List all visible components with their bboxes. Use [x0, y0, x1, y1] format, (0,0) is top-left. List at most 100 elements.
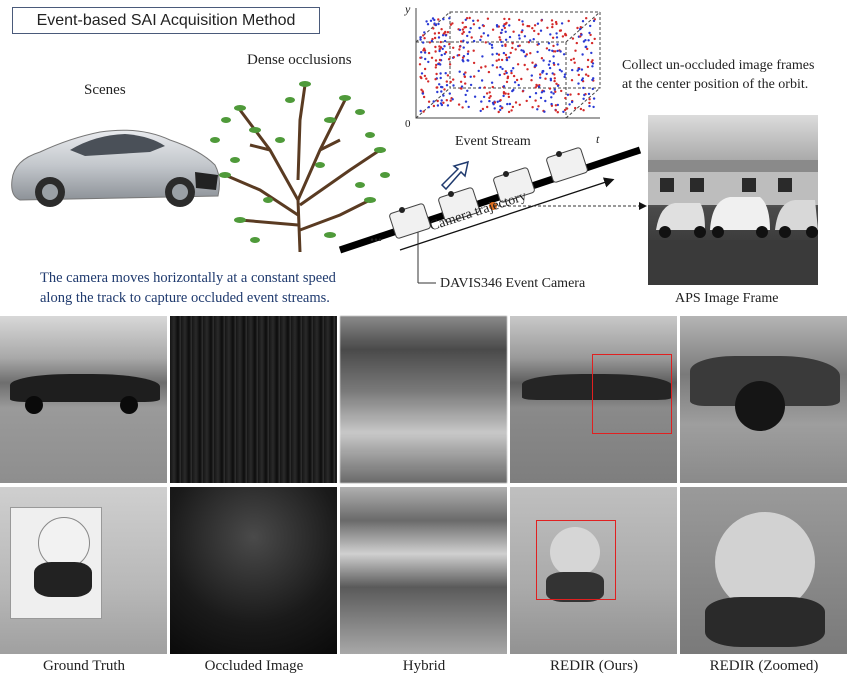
event-point: [547, 63, 551, 66]
event-stream-cube: [415, 8, 601, 119]
event-point: [553, 77, 556, 80]
event-point: [488, 96, 491, 100]
event-point: [550, 96, 553, 99]
event-point: [459, 80, 463, 84]
event-point: [523, 63, 526, 67]
event-point: [423, 74, 427, 78]
event-point: [422, 34, 425, 37]
event-point: [544, 77, 547, 80]
event-point: [430, 56, 434, 59]
caption-occluded-image: Occluded Image: [204, 658, 304, 674]
event-point: [508, 35, 512, 39]
gt-car-image: [0, 316, 167, 483]
event-point: [480, 100, 483, 103]
event-point: [458, 48, 461, 51]
event-point: [517, 34, 521, 37]
event-point: [437, 18, 440, 21]
event-point: [536, 22, 540, 25]
event-point: [548, 66, 552, 70]
event-point: [514, 48, 517, 51]
camera-track: [338, 146, 642, 254]
event-point: [447, 58, 451, 61]
event-point: [592, 105, 595, 109]
event-point: [555, 22, 558, 26]
axis-y-label: y: [405, 2, 411, 16]
event-point: [429, 19, 433, 22]
event-point: [508, 24, 511, 27]
event-point: [499, 65, 502, 69]
event-point: [524, 55, 527, 58]
event-point: [478, 26, 481, 30]
event-point: [473, 75, 476, 78]
event-point: [498, 73, 501, 77]
event-point: [559, 29, 563, 32]
event-point: [485, 92, 489, 95]
event-point: [562, 53, 566, 56]
event-point: [434, 50, 437, 53]
event-point: [548, 87, 552, 90]
event-point: [420, 51, 423, 54]
event-point: [539, 76, 542, 79]
event-point: [509, 51, 512, 55]
event-point: [482, 24, 485, 28]
event-point: [432, 104, 436, 108]
event-point: [501, 44, 504, 47]
camera-note: The camera moves horizontally at a const…: [40, 268, 336, 308]
event-point: [502, 24, 505, 28]
event-point: [581, 53, 584, 56]
event-point: [436, 90, 439, 94]
event-stream-label: Event Stream: [455, 134, 531, 149]
event-point: [512, 30, 515, 33]
event-point: [466, 89, 469, 93]
event-point: [470, 36, 473, 39]
event-point: [506, 75, 510, 78]
event-point: [495, 66, 499, 69]
event-point: [511, 105, 515, 109]
event-point: [580, 78, 584, 82]
event-point: [591, 78, 594, 82]
event-point: [552, 55, 555, 58]
event-point: [423, 51, 427, 54]
acquisition-diagram: [11, 8, 818, 285]
event-point: [419, 38, 422, 41]
event-point: [508, 56, 511, 59]
event-point: [586, 47, 589, 51]
event-point: [561, 35, 565, 38]
event-point: [419, 56, 422, 59]
redir-zoomed-toy-image: [680, 487, 847, 654]
event-point: [499, 99, 502, 102]
axis-origin-label: 0: [405, 118, 411, 130]
event-point: [554, 20, 558, 24]
event-point: [560, 70, 563, 73]
event-point: [427, 51, 431, 55]
event-point: [426, 23, 430, 26]
event-point: [489, 95, 492, 98]
event-point: [452, 84, 455, 87]
event-point: [439, 63, 442, 66]
event-point: [577, 67, 581, 71]
event-point: [576, 26, 579, 30]
event-point: [481, 55, 484, 58]
event-point: [462, 60, 465, 63]
event-point: [482, 95, 486, 99]
event-point: [518, 18, 521, 22]
event-point: [593, 37, 596, 41]
event-point: [479, 109, 482, 113]
event-point: [574, 106, 577, 110]
event-point: [498, 36, 501, 39]
event-point: [422, 110, 425, 113]
event-point: [556, 49, 559, 53]
event-point: [588, 98, 591, 101]
event-point: [579, 26, 582, 29]
event-point: [584, 45, 587, 49]
event-point: [497, 58, 501, 61]
caption-ground-truth: Ground Truth: [42, 658, 126, 674]
event-point: [435, 72, 438, 76]
event-point: [540, 91, 544, 94]
event-point: [462, 46, 465, 49]
event-point: [478, 86, 482, 90]
event-point: [437, 62, 440, 66]
event-point: [523, 35, 527, 38]
event-point: [579, 107, 583, 111]
event-point: [500, 106, 504, 110]
